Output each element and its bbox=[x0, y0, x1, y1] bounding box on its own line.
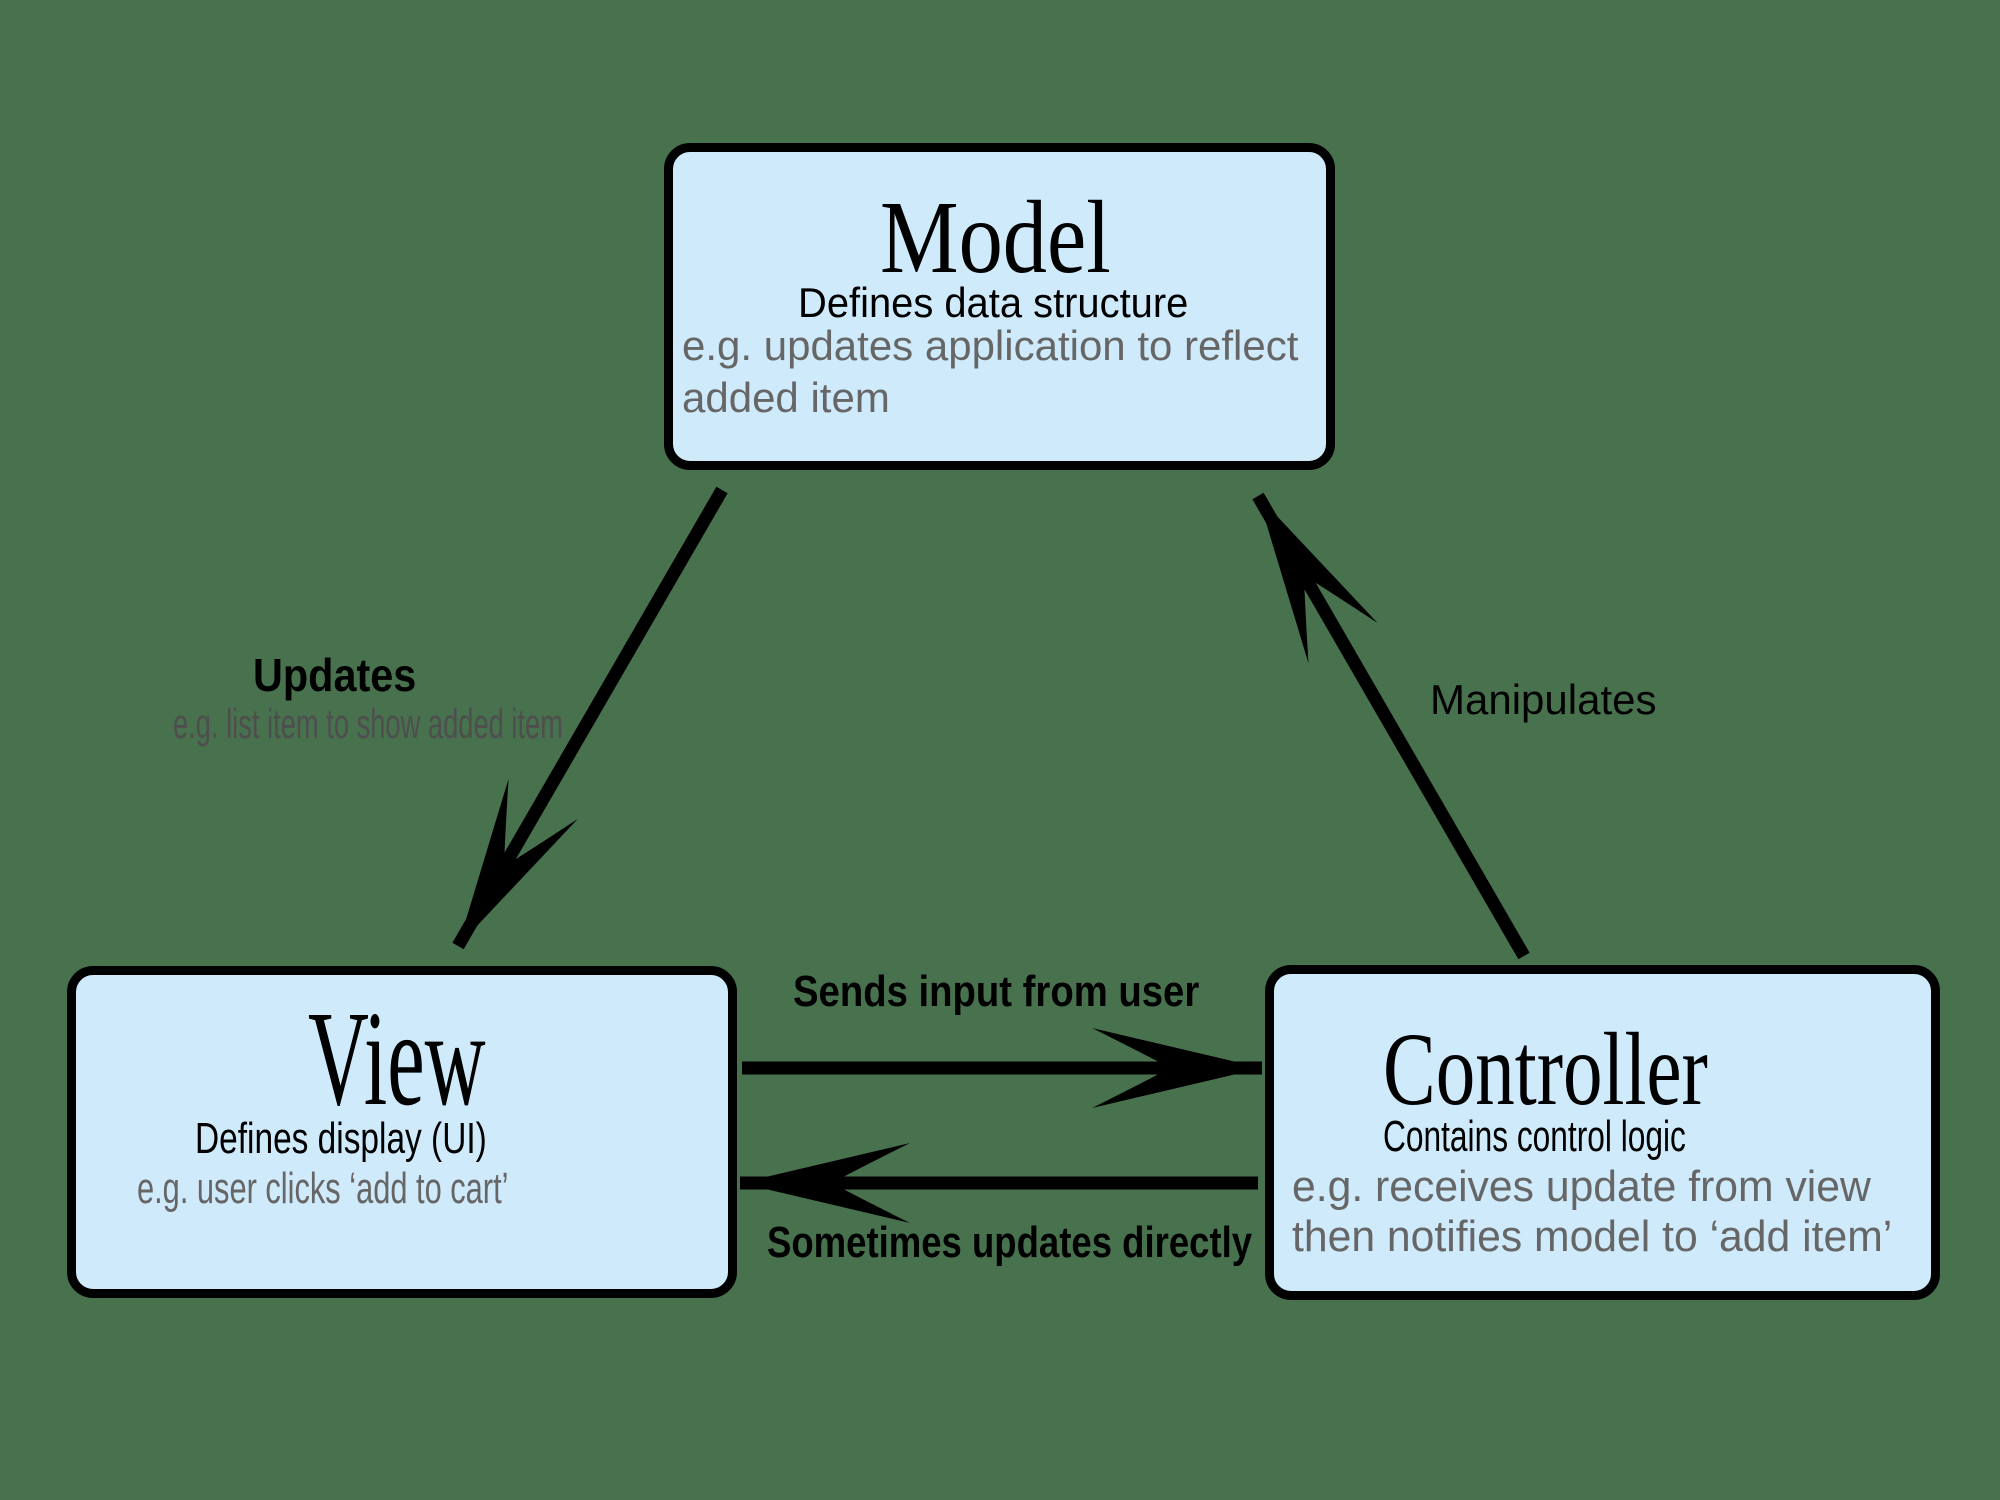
view-example: e.g. user clicks ‘add to cart’ bbox=[137, 1164, 509, 1213]
controller-example-line2: then notifies model to ‘add item’ bbox=[1292, 1212, 1893, 1261]
view-title: View bbox=[308, 984, 486, 1134]
view-subtitle: Defines display (UI) bbox=[195, 1114, 487, 1163]
model-title: Model bbox=[880, 180, 1111, 295]
controller-box bbox=[1265, 965, 1940, 1300]
controller-title: Controller bbox=[1383, 1012, 1708, 1127]
controller-subtitle: Contains control logic bbox=[1383, 1112, 1686, 1161]
controller-example-line1: e.g. receives update from view bbox=[1292, 1162, 1871, 1211]
updates-arrow-sublabel: e.g. list item to show added item bbox=[173, 700, 563, 747]
sends-input-arrow-label: Sends input from user bbox=[793, 967, 1200, 1016]
arrow-controller-to-model bbox=[1252, 492, 1530, 960]
model-example-line1: e.g. updates application to reflect bbox=[682, 322, 1299, 369]
arrow-model-to-view bbox=[452, 486, 728, 950]
view-box bbox=[67, 966, 737, 1298]
model-example-line2: added item bbox=[682, 374, 890, 421]
sometimes-updates-arrow-label: Sometimes updates directly bbox=[767, 1218, 1253, 1267]
manipulates-arrow-label: Manipulates bbox=[1430, 676, 1657, 723]
model-box bbox=[664, 143, 1335, 470]
model-subtitle: Defines data structure bbox=[798, 279, 1189, 326]
updates-arrow-label: Updates bbox=[253, 649, 417, 701]
